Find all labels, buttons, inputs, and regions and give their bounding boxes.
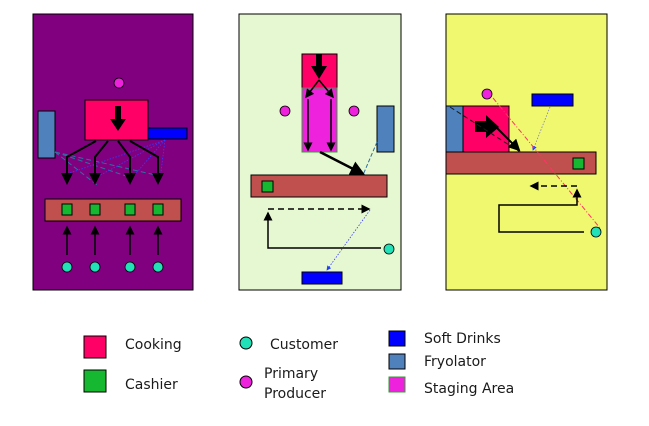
counter: [250, 174, 388, 198]
staging-to-counter-arrow: [319, 150, 366, 176]
customer-swatch: [239, 336, 253, 350]
primary-producer: [348, 105, 360, 117]
legend-label: Cooking: [125, 337, 182, 353]
fryolator: [376, 105, 395, 153]
customer: [124, 261, 136, 273]
staging-area-swatch: [388, 376, 406, 393]
customer-path: [498, 181, 584, 233]
soft-drinks-station: [147, 127, 188, 140]
soft-drinks-station: [301, 271, 343, 285]
soft-drinks-swatch: [388, 330, 406, 347]
cashier: [124, 203, 136, 216]
customer: [590, 226, 602, 238]
primary-producer: [481, 88, 493, 100]
legend-item-fryolator: Fryolator: [388, 353, 486, 370]
legend-item-cashier: Cashier: [83, 369, 178, 393]
customer: [61, 261, 73, 273]
layout-panel-1: [32, 13, 194, 291]
primary-producer-swatch: [239, 375, 253, 389]
cashier: [61, 203, 73, 216]
legend-label: Fryolator: [424, 354, 486, 370]
cashier-swatch: [83, 369, 107, 393]
producer-to-customer-line: [492, 97, 601, 229]
fryolator-swatch: [388, 353, 406, 370]
customer: [152, 261, 164, 273]
cook-to-counter-arrow: [496, 127, 521, 152]
cashier: [89, 203, 101, 216]
soft-drinks-station: [531, 93, 574, 107]
assist-line: [449, 106, 521, 153]
flow-arrow-icon: [311, 54, 327, 79]
layout-panel-2: [238, 13, 402, 291]
legend-label: Primary: [264, 366, 318, 382]
legend-label: Customer: [270, 337, 338, 353]
layout-panel-3: [445, 13, 608, 291]
legend-item-staging-area: Staging Area: [388, 376, 514, 397]
soft-drink-line: [326, 209, 371, 271]
fryolator: [37, 110, 56, 159]
staging-flow-arrows: [303, 79, 336, 152]
legend-label: Cashier: [125, 377, 178, 393]
cook-to-cashier-arrows: [61, 140, 164, 185]
legend-item-cooking: Cooking: [83, 335, 182, 359]
customer-path: [263, 204, 381, 249]
customer-arrows: [62, 225, 163, 255]
cooking-swatch: [83, 335, 107, 359]
legend-item-soft-drinks: Soft Drinks: [388, 330, 501, 347]
customer: [383, 243, 395, 255]
flow-arrow-icon: [110, 106, 126, 131]
fryolator: [445, 105, 464, 153]
legend-item-customer: Customer: [239, 336, 338, 353]
counter: [445, 151, 597, 175]
legend: Cooking Cashier Customer Primary Produce…: [83, 330, 514, 402]
flow-arrow-icon: [475, 115, 499, 138]
primary-producer: [279, 105, 291, 117]
panel-1-background: [32, 13, 194, 291]
counter: [44, 198, 182, 222]
cashier: [261, 180, 274, 193]
legend-item-primary-producer: Primary Producer: [239, 366, 326, 402]
legend-label: Producer: [264, 386, 326, 402]
legend-label: Staging Area: [424, 381, 514, 397]
primary-producer: [113, 77, 125, 89]
cashier: [152, 203, 164, 216]
cashier: [572, 157, 585, 170]
customer: [89, 261, 101, 273]
legend-label: Soft Drinks: [424, 331, 501, 347]
